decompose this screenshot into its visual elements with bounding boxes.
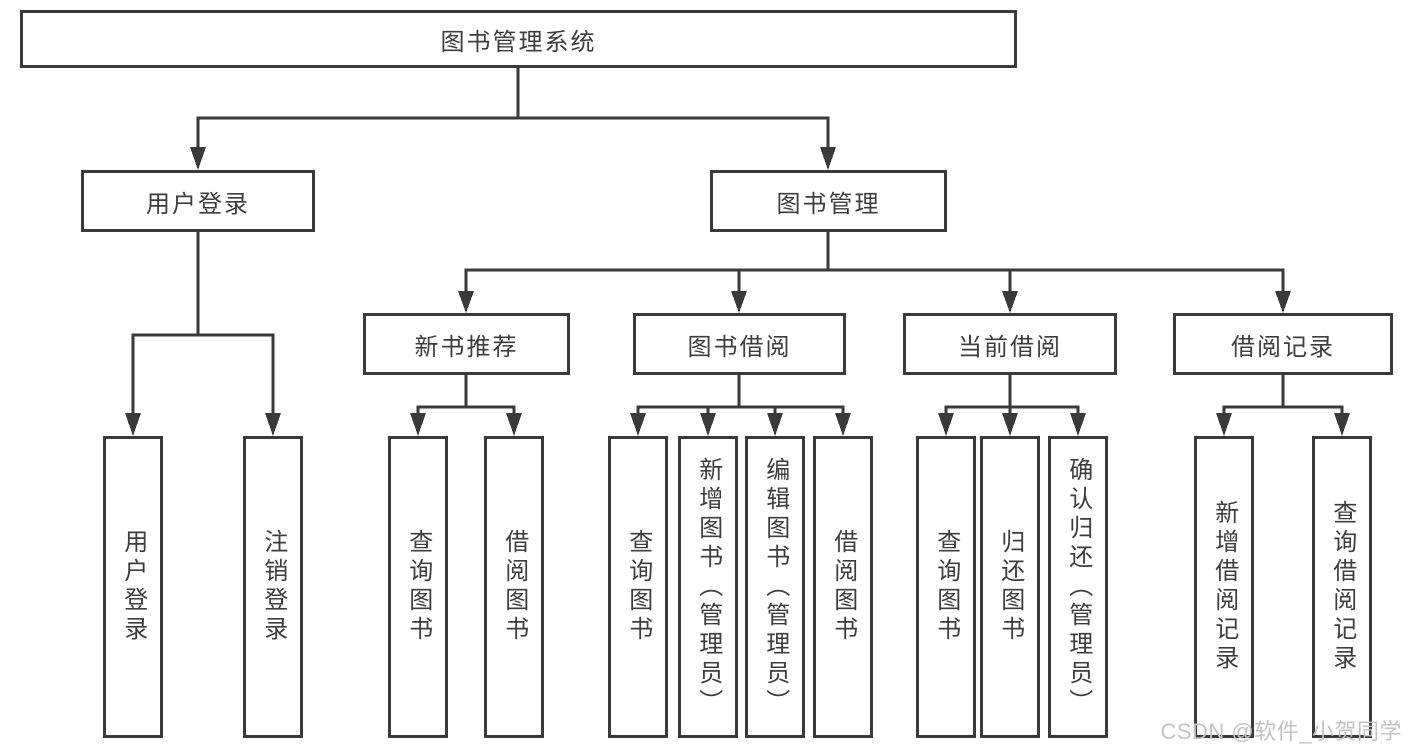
leaf-confirm-return-admin-label: 确认归还（管理员） [1064, 456, 1092, 718]
node-book-management: 图书管理 [710, 170, 947, 232]
node-borrow-records-label: 借阅记录 [1231, 333, 1335, 361]
leaf-return-books-label: 归还图书 [996, 529, 1024, 645]
leaf-user-login: 用户登录 [103, 436, 163, 738]
leaf-add-books-admin: 新增图书（管理员） [678, 436, 738, 738]
leaf-query-books-borrow-label: 查询图书 [624, 529, 652, 645]
leaf-return-books: 归还图书 [980, 436, 1040, 738]
node-new-book-recommend: 新书推荐 [363, 313, 570, 375]
leaf-add-borrow-record: 新增借阅记录 [1194, 436, 1254, 738]
leaf-confirm-return-admin: 确认归还（管理员） [1048, 436, 1108, 738]
node-current-borrow: 当前借阅 [903, 313, 1117, 375]
leaf-user-login-label: 用户登录 [119, 529, 147, 645]
node-new-book-recommend-label: 新书推荐 [414, 333, 519, 361]
leaf-borrow-books-recommend-label: 借阅图书 [500, 529, 528, 645]
node-book-borrow-label: 图书借阅 [687, 333, 792, 361]
node-library-system-label: 图书管理系统 [440, 28, 597, 56]
node-user-login-label: 用户登录 [146, 190, 250, 218]
leaf-query-books-current-label: 查询图书 [932, 529, 960, 645]
node-current-borrow-label: 当前借阅 [958, 333, 1062, 361]
leaf-borrow-books-label: 借阅图书 [829, 529, 857, 645]
leaf-add-borrow-record-label: 新增借阅记录 [1210, 500, 1238, 674]
node-book-management-label: 图书管理 [776, 190, 881, 218]
leaf-add-books-admin-label: 新增图书（管理员） [694, 456, 722, 718]
leaf-logout-label: 注销登录 [259, 529, 287, 645]
leaf-borrow-books: 借阅图书 [813, 436, 873, 738]
leaf-borrow-books-recommend: 借阅图书 [484, 436, 544, 738]
leaf-logout: 注销登录 [243, 436, 303, 738]
leaf-query-borrow-record-label: 查询借阅记录 [1328, 500, 1356, 674]
leaf-query-books-recommend-label: 查询图书 [404, 529, 432, 645]
leaf-query-books-recommend: 查询图书 [388, 436, 448, 738]
node-user-login: 用户登录 [81, 170, 315, 232]
node-library-system: 图书管理系统 [20, 10, 1017, 68]
node-borrow-records: 借阅记录 [1173, 313, 1393, 375]
leaf-query-books-current: 查询图书 [916, 436, 976, 738]
leaf-edit-books-admin-label: 编辑图书（管理员） [761, 456, 789, 718]
node-book-borrow: 图书借阅 [633, 313, 846, 375]
leaf-query-borrow-record: 查询借阅记录 [1312, 436, 1372, 738]
leaf-edit-books-admin: 编辑图书（管理员） [745, 436, 805, 738]
csdn-watermark: CSDN @软件_小贺同学 [1160, 719, 1402, 744]
leaf-query-books-borrow: 查询图书 [608, 436, 668, 738]
